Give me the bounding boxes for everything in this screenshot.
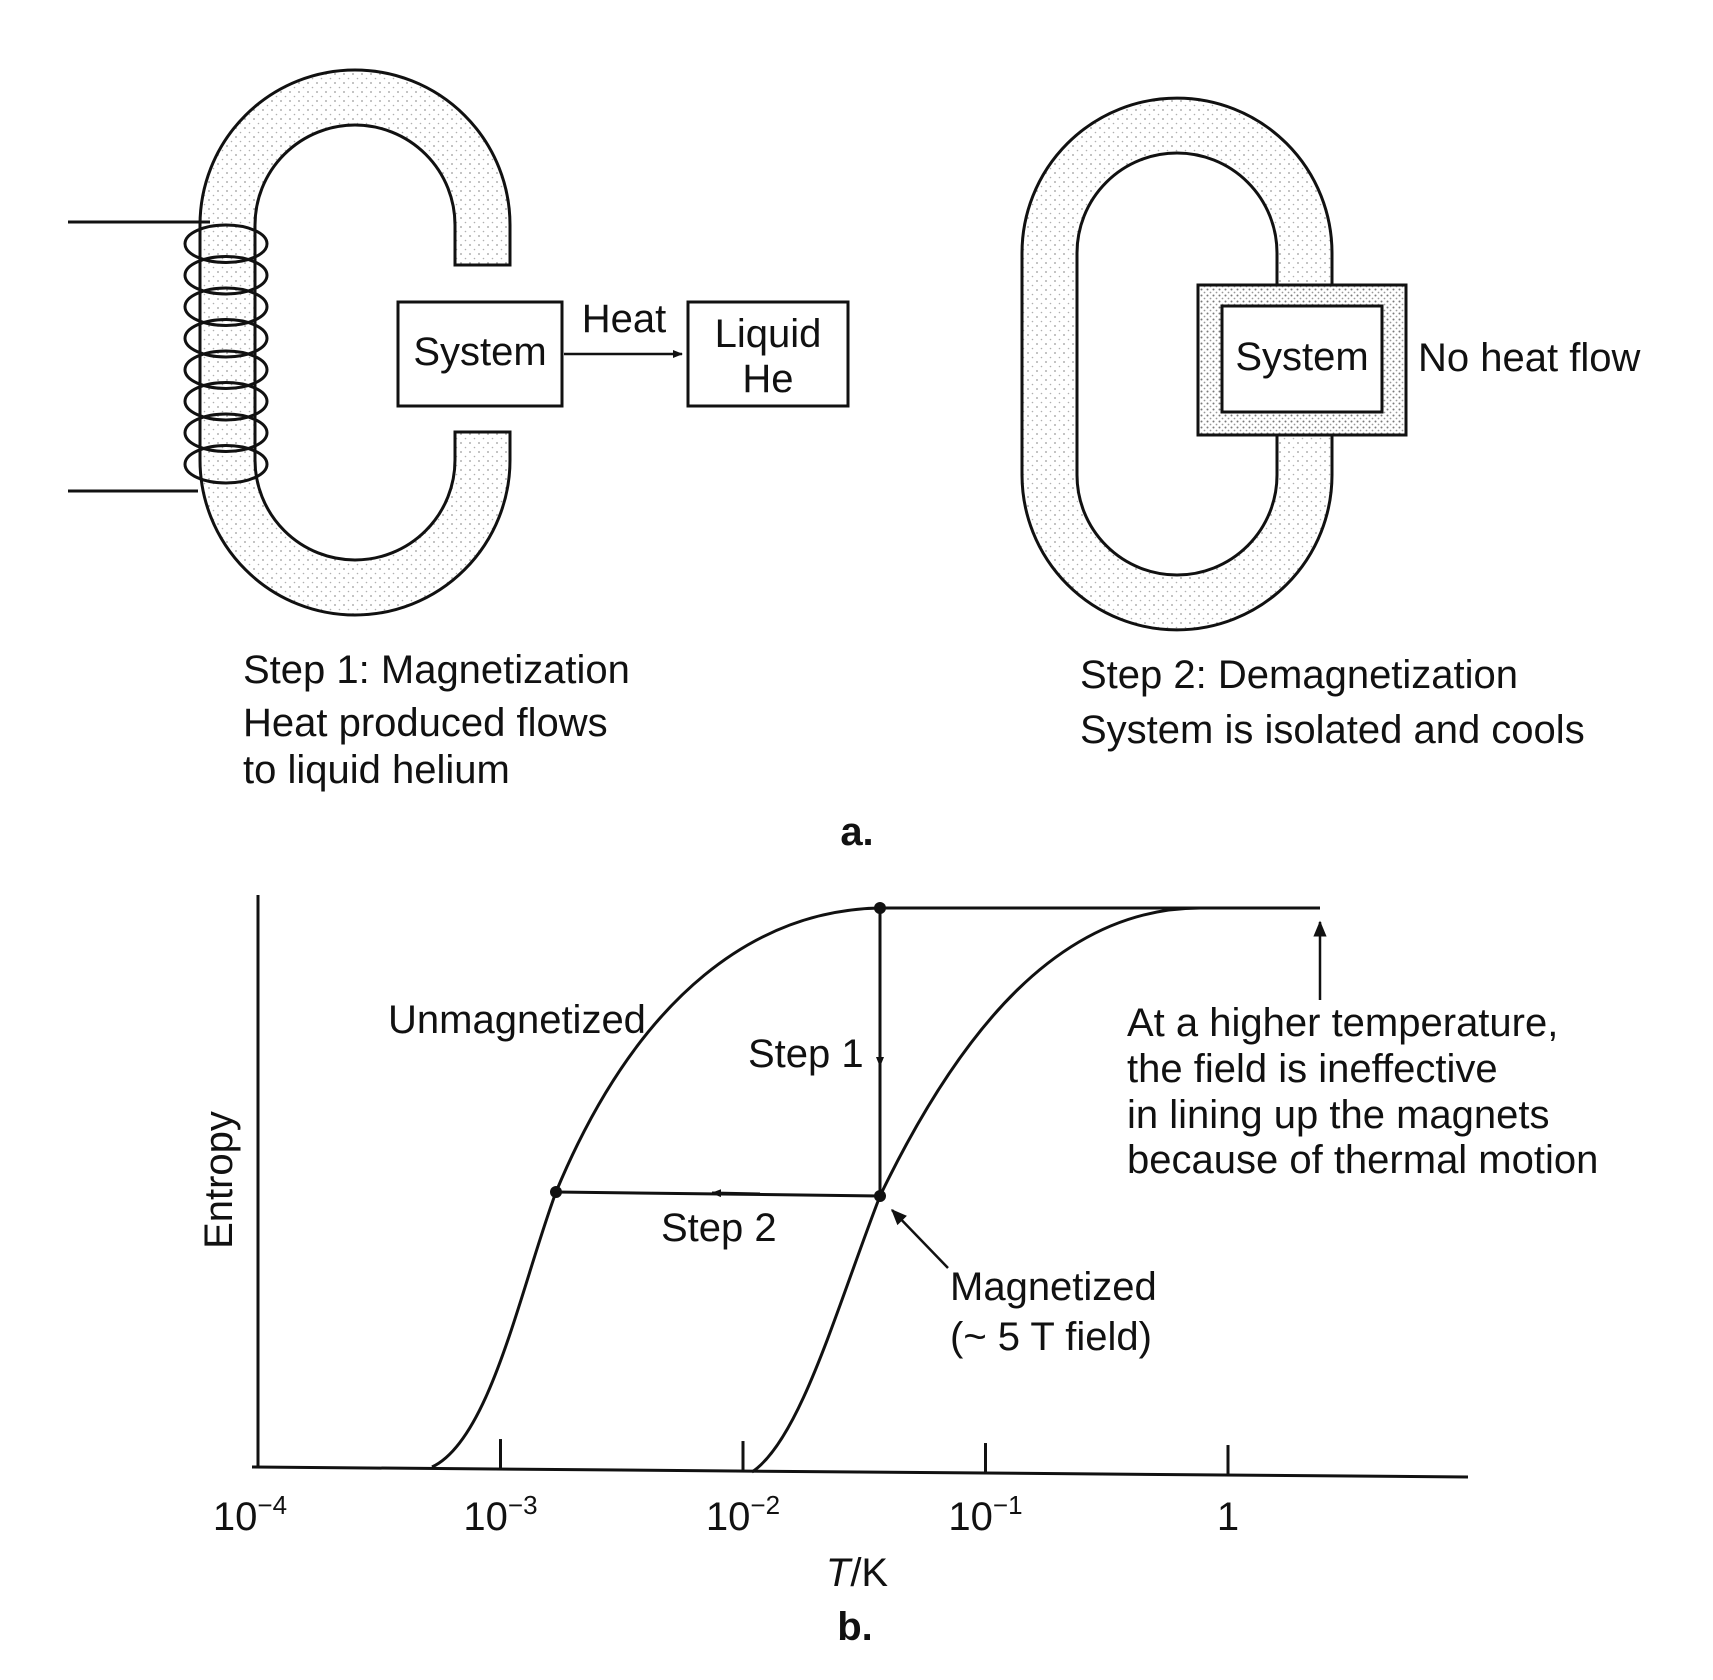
coil-loop: [183, 349, 269, 390]
x-axis-label-unit: /K: [850, 1551, 888, 1595]
coil-loop: [183, 255, 269, 296]
step1-heat-label: Heat: [582, 297, 667, 341]
panel-b-label: b.: [837, 1605, 873, 1649]
step1-reservoir-box: [686, 300, 850, 408]
magnetized-label-line2: (~ 5 T field): [950, 1315, 1152, 1359]
step2-caption-line1: System is isolated and cools: [1080, 708, 1585, 752]
step2-caption-title: Step 2: Demagnetization: [1080, 653, 1518, 697]
point-final: [550, 1186, 562, 1198]
coil-loop: [183, 318, 269, 359]
step1-caption-line1: Heat produced flows: [243, 701, 608, 745]
coil-loop: [183, 286, 269, 327]
annotation-line3: in lining up the magnets: [1127, 1093, 1550, 1137]
step1-coil: [183, 223, 269, 485]
step1-reservoir-line2: He: [742, 357, 793, 401]
unmagnetized-label: Unmagnetized: [388, 998, 646, 1042]
coil-loop: [183, 381, 269, 422]
step2-no-heat-label: No heat flow: [1418, 336, 1640, 380]
annotation-line2: the field is ineffective: [1127, 1047, 1498, 1091]
step2-system-box: [1220, 304, 1384, 414]
x-tick-label: 10−1: [948, 1490, 1022, 1539]
step2-magnet-core: [1020, 96, 1334, 632]
step1-label: Step 1: [748, 1032, 864, 1076]
magnetized-pointer: [891, 1209, 949, 1269]
x-tick-label: 1: [1217, 1495, 1239, 1539]
point-magnetized: [874, 1190, 886, 1202]
step1-system-label: System: [413, 330, 546, 374]
x-axis-label-symbol: T: [826, 1551, 853, 1595]
entropy-chart: Entropy 10−4 10−3 10−2 10−1 1 T/K b. Unmagne…: [197, 895, 1598, 1649]
x-tick-label: 10−2: [706, 1490, 780, 1539]
unmagnetized-curve: [431, 906, 1320, 1469]
step2-diagram: System No heat flow Step 2: Demagnetizat…: [1020, 96, 1640, 752]
annotation-line4: because of thermal motion: [1127, 1138, 1598, 1182]
x-tick-label: 10−3: [463, 1490, 537, 1539]
x-axis-ticks: 10−4 10−3 10−2 10−1 1: [213, 1439, 1239, 1539]
step1-diagram: System Heat Liquid He Step 1: Magnetizat…: [68, 68, 850, 792]
x-tick-label: 10−4: [213, 1490, 287, 1539]
annotation-line1: At a higher temperature,: [1127, 1001, 1558, 1045]
point-start: [874, 902, 886, 914]
x-axis: [251, 1465, 1469, 1479]
coil-loop: [183, 444, 269, 485]
step2-label: Step 2: [661, 1206, 777, 1250]
step1-magnet-core: [198, 68, 512, 617]
step1-reservoir-line1: Liquid: [715, 312, 822, 356]
coil-loop: [183, 223, 269, 264]
step2-arrow: [711, 1189, 761, 1198]
magnetized-curve: [751, 906, 1201, 1474]
magnetized-label-line1: Magnetized: [950, 1265, 1157, 1309]
step1-caption-title: Step 1: Magnetization: [243, 648, 630, 692]
coil-loop: [183, 412, 269, 453]
y-axis-label: Entropy: [197, 1111, 241, 1249]
step1-caption-line2: to liquid helium: [243, 748, 510, 792]
x-axis-label: T/K: [826, 1551, 889, 1595]
step2-system-label: System: [1235, 335, 1368, 379]
panel-a-label: a.: [840, 810, 873, 854]
step1-system-box: [396, 300, 564, 408]
